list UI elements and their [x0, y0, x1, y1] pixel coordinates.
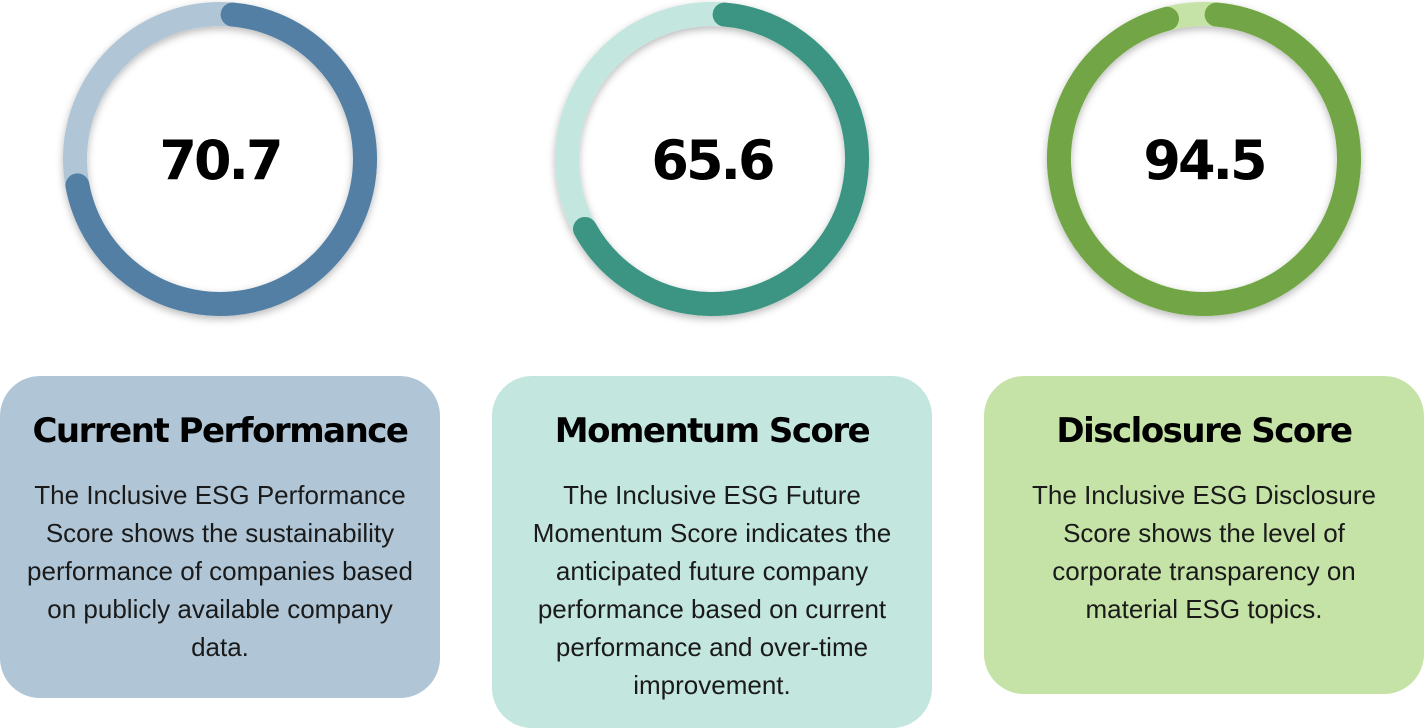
gauge-value: 65.6: [651, 129, 775, 192]
card-description: The Inclusive ESG Disclosure Score shows…: [1032, 480, 1376, 624]
card-title: Momentum Score: [554, 411, 871, 451]
gauge-value: 94.5: [1143, 129, 1267, 192]
gauge-disclosure: 94.5: [984, 0, 1424, 330]
gauge-progress-arc: [1047, 2, 1361, 316]
score-column-momentum: 65.6 Momentum Score The Inclusive ESG Fu…: [492, 0, 932, 728]
info-card: Current Performance The Inclusive ESG Pe…: [0, 376, 440, 698]
score-column-current-performance: 70.7 Current Performance The Inclusive E…: [0, 0, 440, 728]
info-card: Momentum Score The Inclusive ESG Future …: [492, 376, 932, 728]
gauge-momentum: 65.6: [492, 0, 932, 330]
gauge-ring-svg: [1047, 2, 1361, 316]
gauge-ring-svg: [63, 2, 377, 316]
card-title: Disclosure Score: [1056, 411, 1353, 451]
gauge-value: 70.7: [159, 129, 283, 192]
info-card: Disclosure Score The Inclusive ESG Discl…: [984, 376, 1424, 694]
gauge-current-performance: 70.7: [0, 0, 440, 330]
gauge-ring-svg: [555, 2, 869, 316]
card-description: The Inclusive ESG Performance Score show…: [27, 480, 413, 662]
gauge-progress-arc: [572, 2, 869, 316]
card-title: Current Performance: [32, 411, 409, 451]
gauge-progress-arc: [65, 2, 377, 316]
score-column-disclosure: 94.5 Disclosure Score The Inclusive ESG …: [984, 0, 1424, 728]
card-description: The Inclusive ESG Future Momentum Score …: [532, 480, 892, 700]
